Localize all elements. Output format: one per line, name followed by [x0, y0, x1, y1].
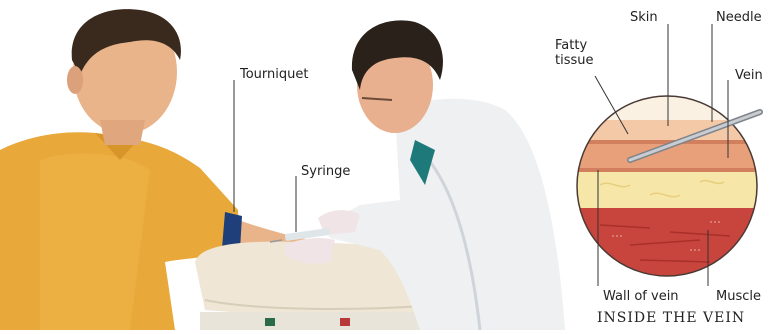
wall-of-vein-label: Wall of vein — [603, 289, 679, 304]
syringe-label: Syringe — [301, 164, 350, 179]
muscle-label: Muscle — [716, 289, 761, 304]
fatty-tissue-label: Fatty tissue — [555, 38, 594, 68]
skin-label: Skin — [630, 10, 658, 25]
vein-label: Vein — [735, 68, 763, 83]
tourniquet-label: Tourniquet — [240, 67, 308, 82]
needle-label: Needle — [716, 10, 762, 25]
inset-caption: INSIDE THE VEIN — [597, 310, 745, 326]
